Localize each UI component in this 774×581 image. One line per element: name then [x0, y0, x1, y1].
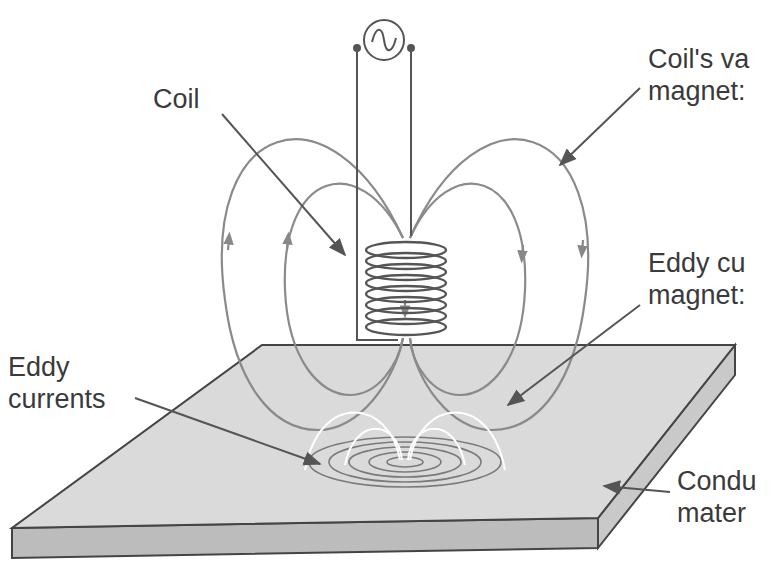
eddy-current-rings: [309, 437, 501, 487]
coil-windings: [366, 242, 446, 335]
part-label: Coil's va magnet:: [648, 44, 774, 108]
conductive-plate: [12, 345, 735, 558]
leader-arrows: [135, 88, 670, 492]
part-label: Eddy cu magnet:: [648, 248, 774, 312]
part-label: Eddy currents: [8, 352, 138, 416]
eddy-field-lines: [305, 413, 505, 471]
part-label: Condu mater: [677, 466, 774, 530]
part-label: Coil: [153, 84, 243, 116]
coil-turn: [366, 319, 446, 335]
